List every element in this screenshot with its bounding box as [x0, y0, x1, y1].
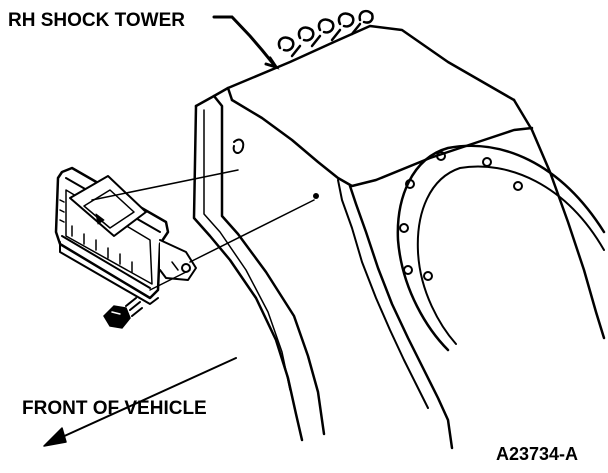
bracket-plate — [192, 94, 326, 442]
shock-tower — [212, 24, 606, 450]
assembly-lines — [91, 169, 315, 291]
bolt-hole — [403, 265, 413, 275]
rh-shock-tower-label: RH SHOCK TOWER — [8, 10, 185, 31]
front-of-vehicle-arrow — [43, 357, 237, 447]
bolt-hole — [436, 151, 446, 161]
bolt-hole — [423, 271, 433, 281]
bolt-hole — [399, 223, 409, 233]
bolt-hole — [482, 157, 492, 167]
shock-tower-leader-line — [212, 15, 280, 70]
front-of-vehicle-label: FRONT OF VEHICLE — [22, 398, 207, 419]
wheel-arch — [396, 144, 606, 352]
screw — [103, 297, 143, 329]
bolt-hole — [405, 179, 415, 189]
mounting-hole — [313, 193, 319, 199]
coil-spring — [277, 9, 374, 58]
control-module — [54, 166, 197, 305]
bolt-hole — [513, 181, 523, 191]
figure-id-label: A23734-A — [496, 444, 578, 464]
